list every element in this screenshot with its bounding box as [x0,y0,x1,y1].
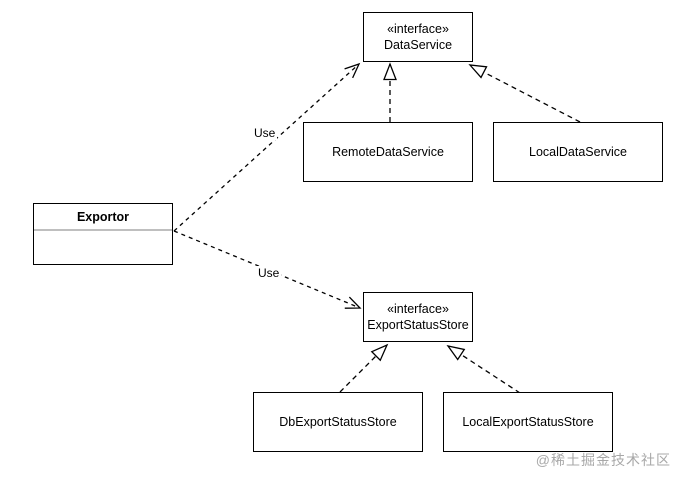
class-box-exportor: Exportor [33,203,173,265]
class-name-label: LocalExportStatusStore [462,415,594,429]
class-name-label: Exportor [76,209,130,224]
realization-edge-localexportstatusstore-implements-exportstatusstore [446,345,521,394]
edge-label-use: Use [252,126,278,140]
class-box-dbexportstatusstore: DbExportStatusStore [253,392,423,452]
class-box-localdataservice: LocalDataService [493,122,663,182]
class-name-label: DbExportStatusStore [279,415,397,429]
realization-edge-dbexportstatusstore-implements-exportstatusstore [339,343,389,393]
attributes-compartment [34,231,172,264]
class-name-label: RemoteDataService [332,145,444,159]
stereotype-label: «interface» [387,22,449,36]
edge-label-use: Use [256,266,282,280]
interface-box-exportstatusstore-interface: «interface» ExportStatusStore [363,292,473,342]
class-box-localexportstatusstore: LocalExportStatusStore [443,392,613,452]
class-name-label: DataService [383,38,453,52]
class-name-label: LocalDataService [529,145,627,159]
dependency-edge-exportor-uses-dataservice [173,62,361,232]
interface-box-dataservice-interface: «interface» DataService [363,12,473,62]
watermark: @稀土掘金技术社区 [535,452,671,468]
class-box-remotedataservice: RemoteDataService [303,122,473,182]
compartment-divider [34,229,172,231]
realization-edge-localdataservice-implements-dataservice [468,64,581,123]
dependency-edge-exportor-uses-exportstatusstore [173,230,362,309]
stereotype-label: «interface» [387,302,449,316]
class-name-label: ExportStatusStore [367,318,469,332]
